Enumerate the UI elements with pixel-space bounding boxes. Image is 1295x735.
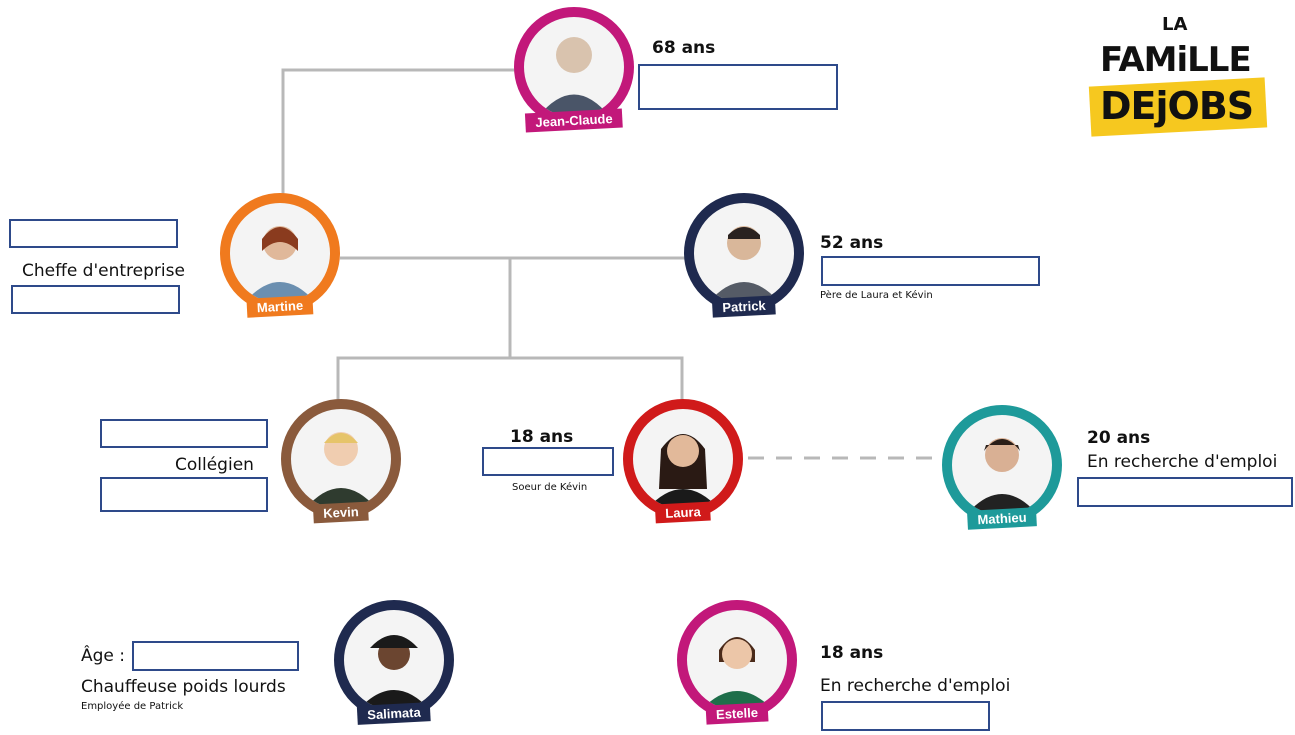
role-estelle: En recherche d'emploi xyxy=(820,676,1011,696)
role-salimata: Chauffeuse poids lourds xyxy=(81,677,286,697)
role-kevin: Collégien xyxy=(175,455,254,475)
name-tag-estelle: Estelle xyxy=(705,702,769,725)
portrait-salimata xyxy=(334,600,454,720)
person-avatar-icon xyxy=(244,226,316,303)
person-kevin: Kevin xyxy=(281,399,401,524)
person-avatar-icon xyxy=(538,37,610,117)
age-mathieu: 20 ans xyxy=(1087,428,1151,448)
answer-box-kevin-2[interactable] xyxy=(100,477,268,512)
answer-box-salimata[interactable] xyxy=(132,641,299,671)
link-children-bar xyxy=(336,356,684,405)
note-patrick: Père de Laura et Kévin xyxy=(820,290,933,301)
person-avatar-icon xyxy=(708,226,780,303)
person-avatar-icon xyxy=(358,635,430,710)
age-jean-claude: 68 ans xyxy=(652,38,716,58)
name-tag-kevin: Kevin xyxy=(312,501,370,524)
name-tag-patrick: Patrick xyxy=(711,295,777,318)
age-estelle: 18 ans xyxy=(820,643,884,663)
age-label-salimata: Âge : xyxy=(81,646,126,666)
role-martine: Cheffe d'entreprise xyxy=(22,261,185,281)
person-mathieu: Mathieu xyxy=(942,405,1062,530)
portrait-kevin xyxy=(281,399,401,519)
name-tag-mathieu: Mathieu xyxy=(966,507,1038,530)
person-patrick: Patrick xyxy=(684,193,804,318)
note-laura: Soeur de Kévin xyxy=(512,482,588,493)
person-salimata: Salimata xyxy=(334,600,454,725)
answer-box-jean-claude[interactable] xyxy=(638,64,838,110)
portrait-estelle xyxy=(677,600,797,720)
person-laura: Laura xyxy=(623,399,743,524)
name-tag-salimata: Salimata xyxy=(356,702,432,725)
la-famille-dejobs-logo: LA FAMiLLE DEjOBS xyxy=(1088,14,1270,137)
link-jeanclaude-martine xyxy=(281,68,515,200)
age-patrick: 52 ans xyxy=(820,233,884,253)
portrait-laura xyxy=(623,399,743,519)
role-mathieu: En recherche d'emploi xyxy=(1087,452,1278,472)
answer-box-mathieu[interactable] xyxy=(1077,477,1293,507)
person-martine: Martine xyxy=(220,193,340,318)
answer-box-patrick[interactable] xyxy=(821,256,1040,286)
person-avatar-icon xyxy=(647,434,719,509)
portrait-patrick xyxy=(684,193,804,313)
answer-box-kevin-1[interactable] xyxy=(100,419,268,448)
age-laura: 18 ans xyxy=(510,427,574,447)
person-avatar-icon xyxy=(701,637,773,710)
answer-box-estelle[interactable] xyxy=(821,701,990,731)
person-avatar-icon xyxy=(966,438,1038,515)
person-jean-claude: Jean-Claude xyxy=(514,7,634,133)
answer-box-laura[interactable] xyxy=(482,447,614,476)
answer-box-martine-2[interactable] xyxy=(11,285,180,314)
answer-box-martine-1[interactable] xyxy=(9,219,178,248)
name-tag-martine: Martine xyxy=(246,295,314,318)
person-avatar-icon xyxy=(305,432,377,509)
name-tag-laura: Laura xyxy=(654,501,712,524)
portrait-martine xyxy=(220,193,340,313)
note-salimata: Employée de Patrick xyxy=(81,701,184,712)
person-estelle: Estelle xyxy=(677,600,797,725)
portrait-mathieu xyxy=(942,405,1062,525)
